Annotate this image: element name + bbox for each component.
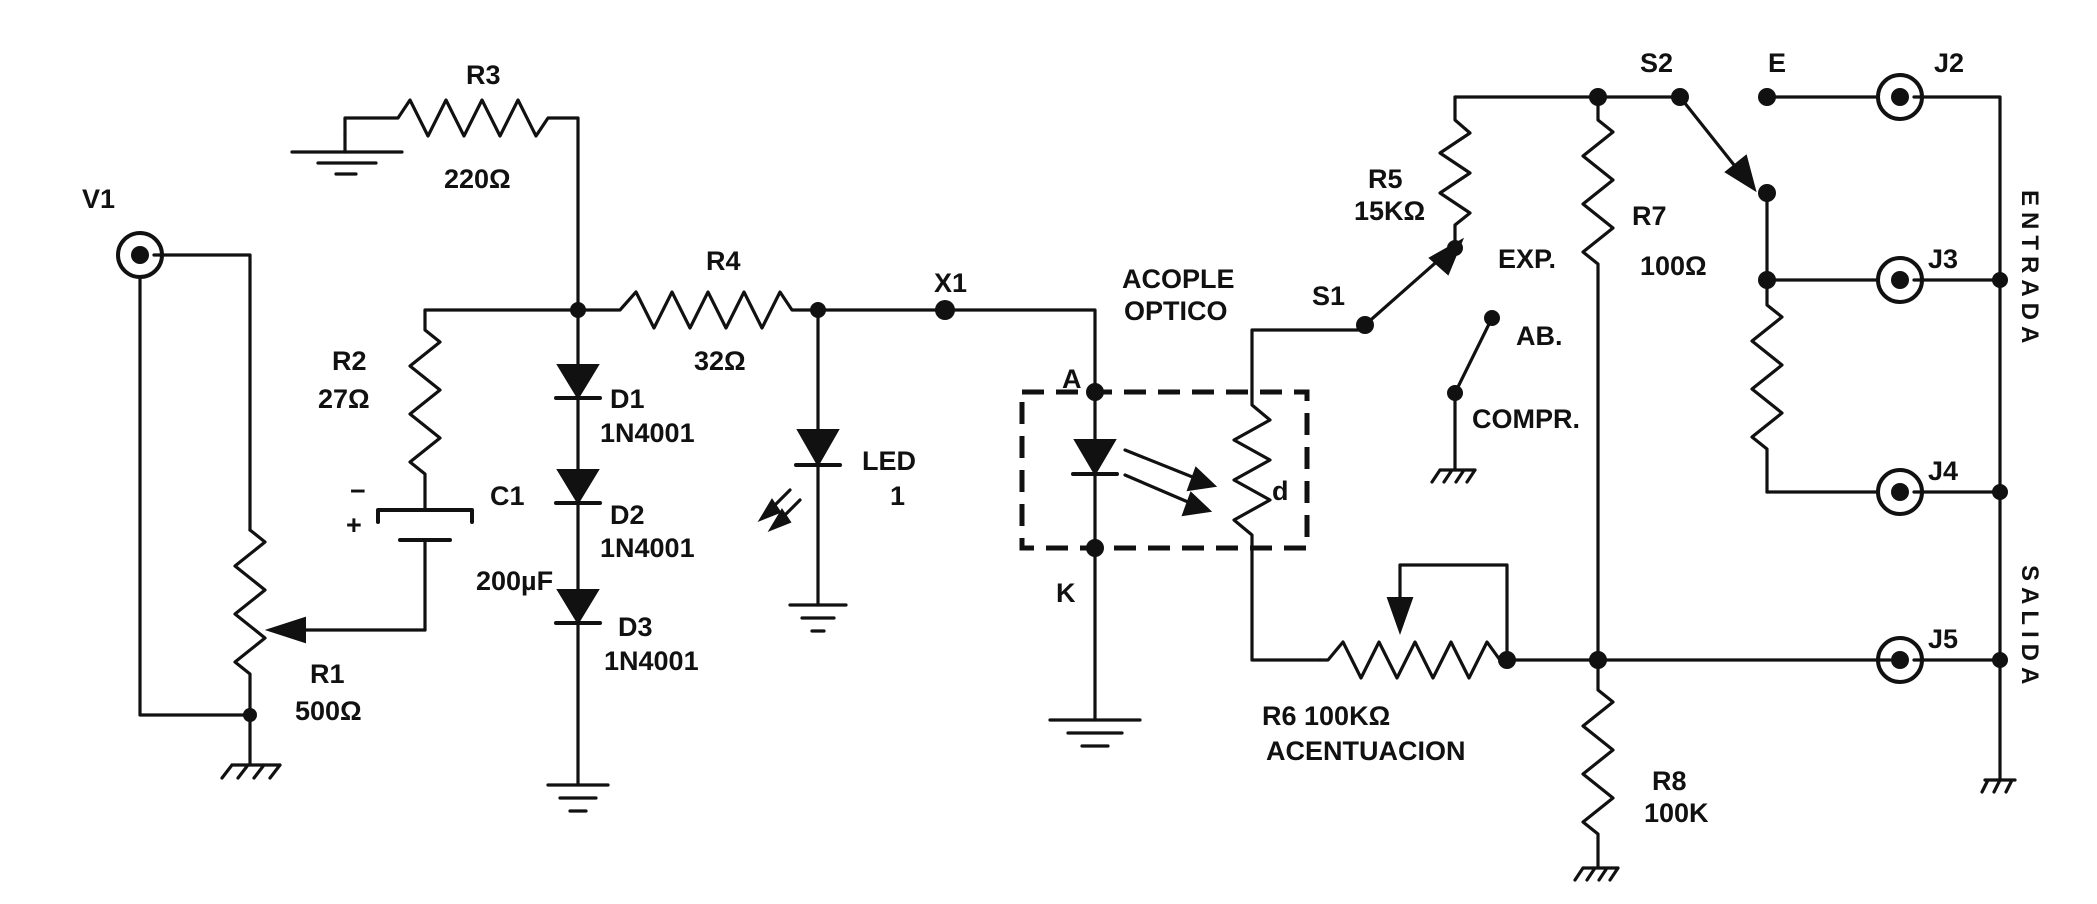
label-acople: ACOPLE xyxy=(1122,264,1235,294)
label-led: LED xyxy=(862,446,916,476)
label-exp: EXP. xyxy=(1498,244,1556,274)
label-c1-value: 200µF xyxy=(476,566,553,596)
label-r3-value: 220Ω xyxy=(444,164,511,194)
label-s1: S1 xyxy=(1312,281,1345,311)
s1-switch xyxy=(1356,237,1500,484)
label-r4: R4 xyxy=(706,246,741,276)
label-r2-value: 27Ω xyxy=(318,384,370,414)
label-optico: OPTICO xyxy=(1124,296,1228,326)
label-led-num: 1 xyxy=(890,481,905,511)
label-x1: X1 xyxy=(934,268,967,298)
label-j5: J5 xyxy=(1928,624,1958,654)
label-c1-plus: + xyxy=(346,510,362,540)
optocoupler xyxy=(1048,328,1367,748)
label-r8-value: 100K xyxy=(1644,798,1709,828)
label-d2-part: 1N4001 xyxy=(600,533,695,563)
label-s2: S2 xyxy=(1640,48,1673,78)
label-j2: J2 xyxy=(1934,48,1964,78)
label-r4-value: 32Ω xyxy=(694,346,746,376)
label-ldr: d xyxy=(1272,476,1289,506)
r7-resistor xyxy=(1581,95,1615,662)
label-d2: D2 xyxy=(610,500,645,530)
label-r5-value: 15KΩ xyxy=(1354,196,1425,226)
label-d3: D3 xyxy=(618,612,653,642)
label-cathode: K xyxy=(1056,578,1076,608)
label-r6: R6 100KΩ xyxy=(1262,701,1390,731)
s2-switch xyxy=(1596,88,1776,202)
r6-potentiometer xyxy=(1318,563,1892,680)
optocoupler-box xyxy=(1019,389,1310,551)
label-r7: R7 xyxy=(1632,201,1667,231)
label-r5: R5 xyxy=(1368,164,1403,194)
label-r6-name: ACENTUACION xyxy=(1266,736,1466,766)
label-c1: C1 xyxy=(490,481,525,511)
label-j3: J3 xyxy=(1928,244,1958,274)
led-1 xyxy=(757,308,848,633)
r8-resistor xyxy=(1573,658,1620,882)
label-r7-value: 100Ω xyxy=(1640,251,1707,281)
label-compr: COMPR. xyxy=(1472,404,1580,434)
label-r2: R2 xyxy=(332,346,367,376)
label-r1: R1 xyxy=(310,659,345,689)
r5-resistor xyxy=(1438,95,1600,250)
label-ab: AB. xyxy=(1516,321,1563,351)
r3-resistor xyxy=(290,98,580,312)
r4-resistor xyxy=(576,290,1097,394)
label-r1-value: 500Ω xyxy=(295,696,362,726)
label-c1-minus: − xyxy=(350,476,366,506)
label-d1-part: 1N4001 xyxy=(600,418,695,448)
r1-potentiometer xyxy=(220,528,427,780)
r2-resistor xyxy=(408,308,580,512)
label-entrada: ENTRADA xyxy=(2016,190,2043,349)
label-salida: SALIDA xyxy=(2016,565,2043,690)
label-d3-part: 1N4001 xyxy=(604,646,699,676)
diode-chain xyxy=(546,308,610,813)
output-resistor xyxy=(1750,191,1784,494)
label-d1: D1 xyxy=(610,384,645,414)
label-e: E xyxy=(1768,48,1786,78)
label-j4: J4 xyxy=(1928,456,1958,486)
label-r8: R8 xyxy=(1652,766,1687,796)
c1-capacitor xyxy=(376,508,474,632)
label-v1: V1 xyxy=(82,184,115,214)
v1-jack xyxy=(116,231,252,717)
component-labels: V1 R1 500Ω R2 27Ω R3 220Ω R4 32Ω C1 200µ… xyxy=(82,48,2043,828)
output-jacks xyxy=(1765,73,2017,794)
label-r3: R3 xyxy=(466,60,501,90)
label-anode: A xyxy=(1062,364,1082,394)
